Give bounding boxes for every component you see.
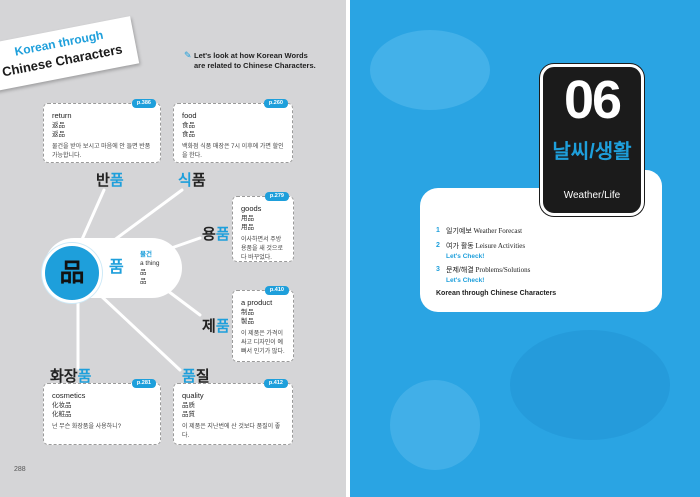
word-card-product: p.410 a product 制品 製品 이 제품은 가격이 싸고 디자인이 …	[232, 286, 294, 362]
meaning-hanja-1: 品	[140, 269, 147, 276]
intro-text: Let's look at how Korean Words are relat…	[194, 51, 324, 71]
toc-title: 일기예보 Weather Forecast	[446, 226, 656, 237]
table-of-contents: 1 일기예보 Weather Forecast 2 여가 활동 Leisure …	[436, 226, 656, 299]
toc-number: 3	[436, 266, 440, 273]
toc-check: Let's Check!	[446, 253, 485, 260]
word-part: 품	[191, 172, 206, 189]
english-meaning: a product	[241, 298, 273, 307]
word-card-goods: p.279 goods 用品 用品 이사하면서 주방용품을 새 것으로 다 바꾸…	[232, 192, 294, 262]
toc-title-ko: 일기예보	[446, 228, 472, 235]
chapter-title-ko: 날씨/생활	[552, 141, 632, 163]
example-sentence: 이 제품은 지난번에 산 것보다 품질이 좋다.	[182, 424, 281, 439]
brush-texture	[370, 30, 490, 110]
brush-texture	[510, 330, 670, 440]
chapter-number: 06	[563, 70, 622, 130]
intro-line-1: Let's look at how Korean Words	[194, 51, 308, 60]
word-highlight: 품	[182, 368, 196, 385]
word-part: 용	[202, 226, 216, 243]
page-number: 288	[14, 466, 26, 473]
line-quality	[98, 293, 182, 372]
toc-item[interactable]: 3 문제/해결 Problems/Solutions Let's Check!	[436, 265, 656, 285]
toc-title: 여가 활동 Leisure Activities	[446, 241, 656, 252]
word-card-food: p.260 food 食品 食品 백화점 식품 매장은 7시 이후에 가면 할인…	[173, 99, 293, 163]
word-return: 반품	[96, 172, 124, 190]
word-highlight: 품	[109, 172, 124, 189]
brush-texture	[390, 380, 480, 470]
hanja-traditional: 製品	[241, 318, 254, 325]
toc-number: 1	[436, 227, 440, 234]
word-card-return: p.386 return 返品 返品 물건을 받아 보시고 마음에 안 들면 반…	[43, 99, 161, 163]
toc-title-en: Problems/Solutions	[475, 266, 531, 274]
toc-footer[interactable]: Korean through Chinese Characters	[436, 290, 557, 297]
page-ref: p.410	[264, 286, 289, 295]
hanja-simplified: 化妆品	[52, 402, 72, 409]
hanja-simplified: 品质	[182, 402, 195, 409]
hanja-traditional: 用品	[241, 224, 254, 231]
word-card-cosmetics: p.281 cosmetics 化妆品 化粧品 넌 무슨 화장품을 사용하니?	[43, 379, 161, 445]
english-meaning: cosmetics	[52, 391, 86, 400]
word-highlight: 품	[77, 368, 92, 385]
page-ref: p.281	[131, 379, 156, 388]
english-meaning: return	[52, 111, 72, 120]
english-meaning: quality	[182, 391, 204, 400]
word-highlight: 식	[178, 172, 192, 189]
word-part: 화장	[50, 368, 78, 385]
hanja-simplified: 制品	[241, 309, 254, 316]
example-sentence: 이 제품은 가격이 싸고 디자인이 예뻐서 인기가 많다.	[241, 331, 285, 355]
hanja-simplified: 返品	[52, 122, 65, 129]
english-meaning: goods	[241, 204, 262, 213]
word-goods: 용품	[202, 226, 230, 244]
word-food: 식품	[178, 172, 206, 190]
example-sentence: 백화점 식품 매장은 7시 이후에 가면 할인을 한다.	[182, 144, 284, 159]
toc-number: 2	[436, 242, 440, 249]
toc-check: Let's Check!	[446, 277, 485, 284]
toc-item[interactable]: 1 일기예보 Weather Forecast	[436, 226, 656, 237]
center-reading: 품	[109, 259, 124, 276]
chapter-title-en: Weather/Life	[563, 190, 621, 201]
word-highlight: 품	[215, 226, 230, 243]
intro-line-2: are related to Chinese Characters.	[194, 61, 316, 70]
page-ref: p.412	[263, 379, 288, 388]
left-page: Korean through Chinese Characters ✎ Let'…	[0, 0, 346, 497]
center-hanja: 品	[59, 259, 85, 287]
toc-title-ko: 문제/해결	[446, 267, 474, 274]
word-highlight: 품	[215, 318, 230, 335]
example-sentence: 이사하면서 주방용품을 새 것으로 다 바꾸었다.	[241, 237, 283, 261]
page-ref: p.279	[264, 192, 289, 201]
toc-title-ko: 여가 활동	[446, 243, 474, 250]
hanja-traditional: 返品	[52, 131, 65, 138]
toc-title-en: Weather Forecast	[473, 227, 523, 235]
toc-title-en: Leisure Activities	[475, 242, 526, 250]
hanja-traditional: 化粧品	[52, 411, 72, 418]
page-gutter	[346, 0, 350, 497]
hanja-traditional: 品質	[182, 411, 195, 418]
center-circle	[42, 243, 102, 303]
example-sentence: 물건을 받아 보시고 마음에 안 들면 반품 가능합니다.	[52, 144, 151, 159]
center-meaning: 물건 a thing 品 品	[140, 250, 160, 286]
hanja-traditional: 食品	[182, 131, 195, 138]
word-part: 제	[202, 318, 216, 335]
toc-title: 문제/해결 Problems/Solutions	[446, 265, 656, 276]
word-product: 제품	[202, 318, 230, 336]
english-meaning: food	[182, 111, 197, 120]
hanja-simplified: 食品	[182, 122, 195, 129]
word-quality: 품질	[182, 368, 210, 386]
hanja-simplified: 用品	[241, 215, 254, 222]
word-part: 질	[195, 368, 210, 385]
meaning-hanja-2: 品	[140, 278, 147, 285]
example-sentence: 넌 무슨 화장품을 사용하니?	[52, 424, 122, 430]
page-ref: p.386	[131, 99, 156, 108]
pencil-icon: ✎	[184, 50, 192, 60]
word-part: 반	[96, 172, 110, 189]
meaning-ko: 물건	[140, 251, 152, 258]
word-cosmetics: 화장품	[50, 368, 91, 386]
meaning-en: a thing	[140, 260, 160, 267]
page-ref: p.260	[263, 99, 288, 108]
toc-item[interactable]: 2 여가 활동 Leisure Activities Let's Check!	[436, 241, 656, 261]
word-card-quality: p.412 quality 品质 品質 이 제품은 지난번에 산 것보다 품질이…	[173, 379, 293, 445]
chapter-card	[540, 64, 644, 216]
